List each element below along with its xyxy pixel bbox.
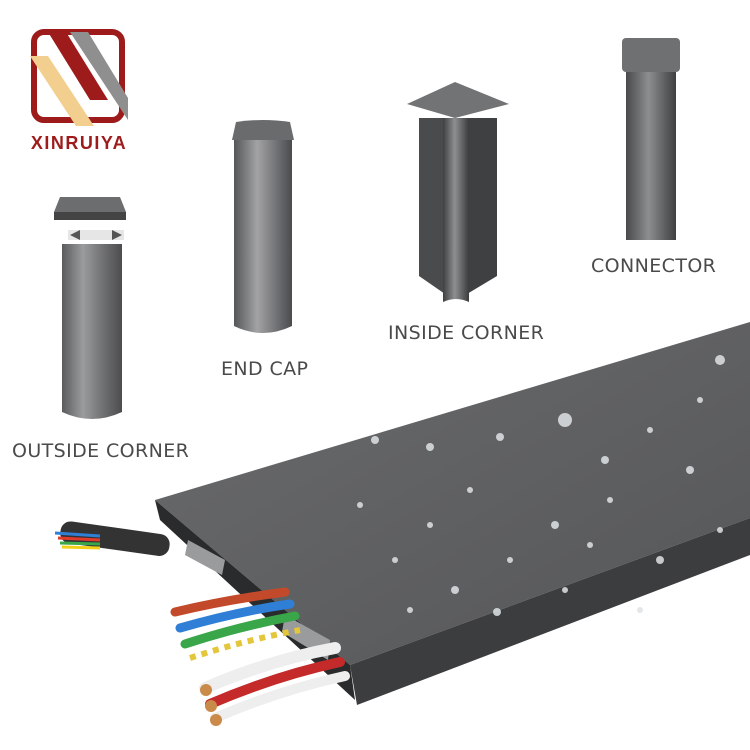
inside-corner-label: INSIDE CORNER — [388, 322, 545, 344]
water-droplets — [357, 355, 725, 616]
trunking-profile-image — [54, 322, 750, 726]
connector-label: CONNECTOR — [591, 255, 717, 277]
end-cap-label: END CAP — [221, 358, 309, 380]
end-cap-image — [232, 120, 294, 333]
outside-corner-label: OUTSIDE CORNER — [12, 440, 190, 462]
brand-logo — [30, 29, 128, 126]
connector-image — [622, 38, 680, 240]
outside-corner-image — [54, 197, 126, 419]
inside-corner-image — [407, 82, 509, 302]
power-cables — [170, 587, 350, 726]
multicore-cable — [54, 521, 170, 556]
brand-name: XINRUIYA — [30, 133, 128, 153]
